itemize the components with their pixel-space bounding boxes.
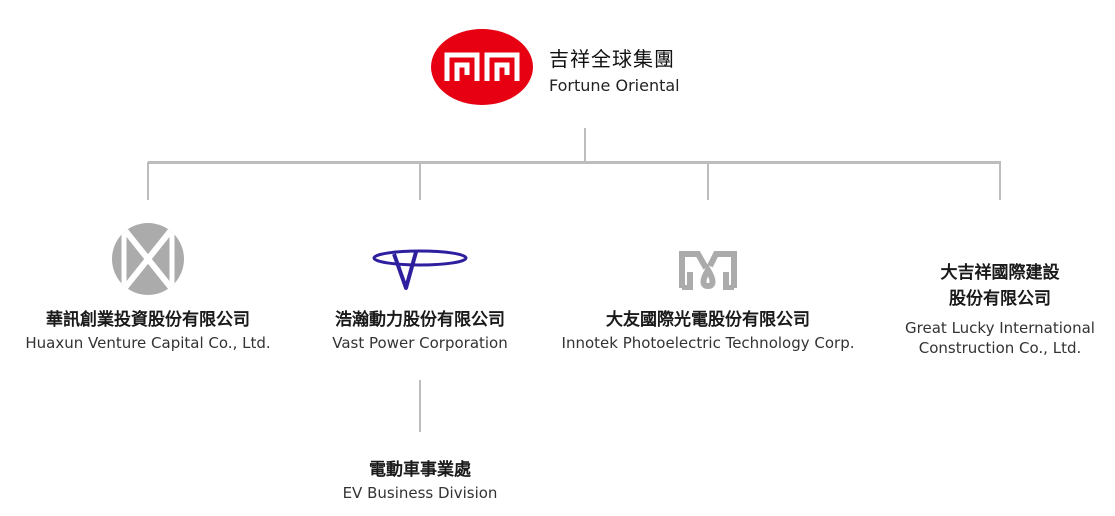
company-node-huaxun: 華訊創業投資股份有限公司 Huaxun Venture Capital Co.,… bbox=[25, 307, 270, 353]
company-node-vast-power: 浩瀚動力股份有限公司 Vast Power Corporation bbox=[332, 307, 507, 353]
company-name-en: Huaxun Venture Capital Co., Ltd. bbox=[25, 334, 271, 352]
root-name-zh: 吉祥全球集團 bbox=[549, 47, 675, 71]
company-node-innotek: 大友國際光電股份有限公司 Innotek Photoelectric Techn… bbox=[562, 307, 855, 353]
company-name-en: Innotek Photoelectric Technology Corp. bbox=[561, 334, 855, 352]
huaxun-logo bbox=[112, 223, 184, 295]
company-name-zh-line2: 股份有限公司 bbox=[948, 289, 1051, 309]
connector-line bbox=[999, 162, 1001, 200]
division-name-en: EV Business Division bbox=[342, 484, 498, 502]
connector-line bbox=[147, 162, 149, 200]
company-node-great-lucky: 大吉祥國際建設 股份有限公司 Great Lucky International… bbox=[905, 260, 1095, 358]
fortune-oriental-logo bbox=[431, 29, 533, 105]
connector-line bbox=[584, 128, 586, 163]
connector-line bbox=[707, 162, 709, 200]
company-name-en: Vast Power Corporation bbox=[332, 334, 508, 352]
company-name-zh-line1: 大吉祥國際建設 bbox=[940, 263, 1060, 283]
connector-line bbox=[419, 380, 421, 432]
company-name-zh: 華訊創業投資股份有限公司 bbox=[46, 310, 250, 330]
connector-line bbox=[419, 162, 421, 200]
company-name-en-line2: Construction Co., Ltd. bbox=[918, 339, 1082, 357]
company-name-zh: 浩瀚動力股份有限公司 bbox=[334, 310, 505, 330]
vast-power-logo bbox=[372, 249, 468, 290]
root-name-en: Fortune Oriental bbox=[549, 76, 680, 95]
connector-line bbox=[148, 161, 1001, 164]
division-node-ev: 電動車事業處 EV Business Division bbox=[343, 457, 498, 503]
division-name-zh: 電動車事業處 bbox=[368, 460, 471, 480]
innotek-logo bbox=[679, 251, 737, 290]
company-name-zh: 大友國際光電股份有限公司 bbox=[606, 310, 810, 330]
company-name-en-line1: Great Lucky International bbox=[905, 319, 1095, 337]
